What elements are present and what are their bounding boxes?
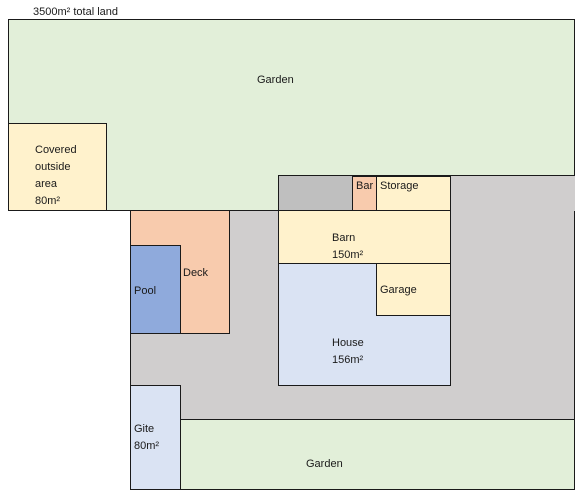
deck-label: Deck <box>183 267 209 279</box>
garden-bottom-label: Garden <box>306 458 343 470</box>
covered-outside-area: Covered outside area 80m² <box>8 123 107 211</box>
gite-building: Gite 80m² <box>130 385 181 490</box>
house-label-area: 156m² <box>332 354 364 366</box>
storage-building: Storage <box>376 176 451 211</box>
garden-top-label: Garden <box>257 74 294 86</box>
pool-label: Pool <box>134 285 157 297</box>
covered-area-label-1: Covered <box>35 144 77 156</box>
covered-area-label-4: 80m² <box>35 195 61 207</box>
paved-strip-outline <box>278 175 575 176</box>
barn-label-area: 150m² <box>332 249 364 261</box>
gite-label-name: Gite <box>134 423 155 435</box>
paved-strip-dark <box>278 176 353 211</box>
garden-bottom-zone <box>180 419 575 490</box>
paved-strip-left-edge <box>278 175 279 211</box>
storage-label: Storage <box>380 180 419 192</box>
garage-label: Garage <box>380 284 417 296</box>
covered-area-label-2: outside <box>35 161 71 173</box>
house-label-name: House <box>332 337 364 349</box>
barn-building: Barn 150m² <box>278 210 451 264</box>
barn-label-name: Barn <box>332 232 356 244</box>
land-area-title: 3500m² total land <box>33 6 118 18</box>
paved-strip-right <box>451 176 575 211</box>
bar-label: Bar <box>356 180 374 192</box>
pool-zone: Pool <box>130 245 181 334</box>
bar-building: Bar <box>352 176 377 211</box>
covered-area-label-3: area <box>35 178 58 190</box>
garage-building: Garage <box>376 263 451 316</box>
gite-label-area: 80m² <box>134 440 160 452</box>
